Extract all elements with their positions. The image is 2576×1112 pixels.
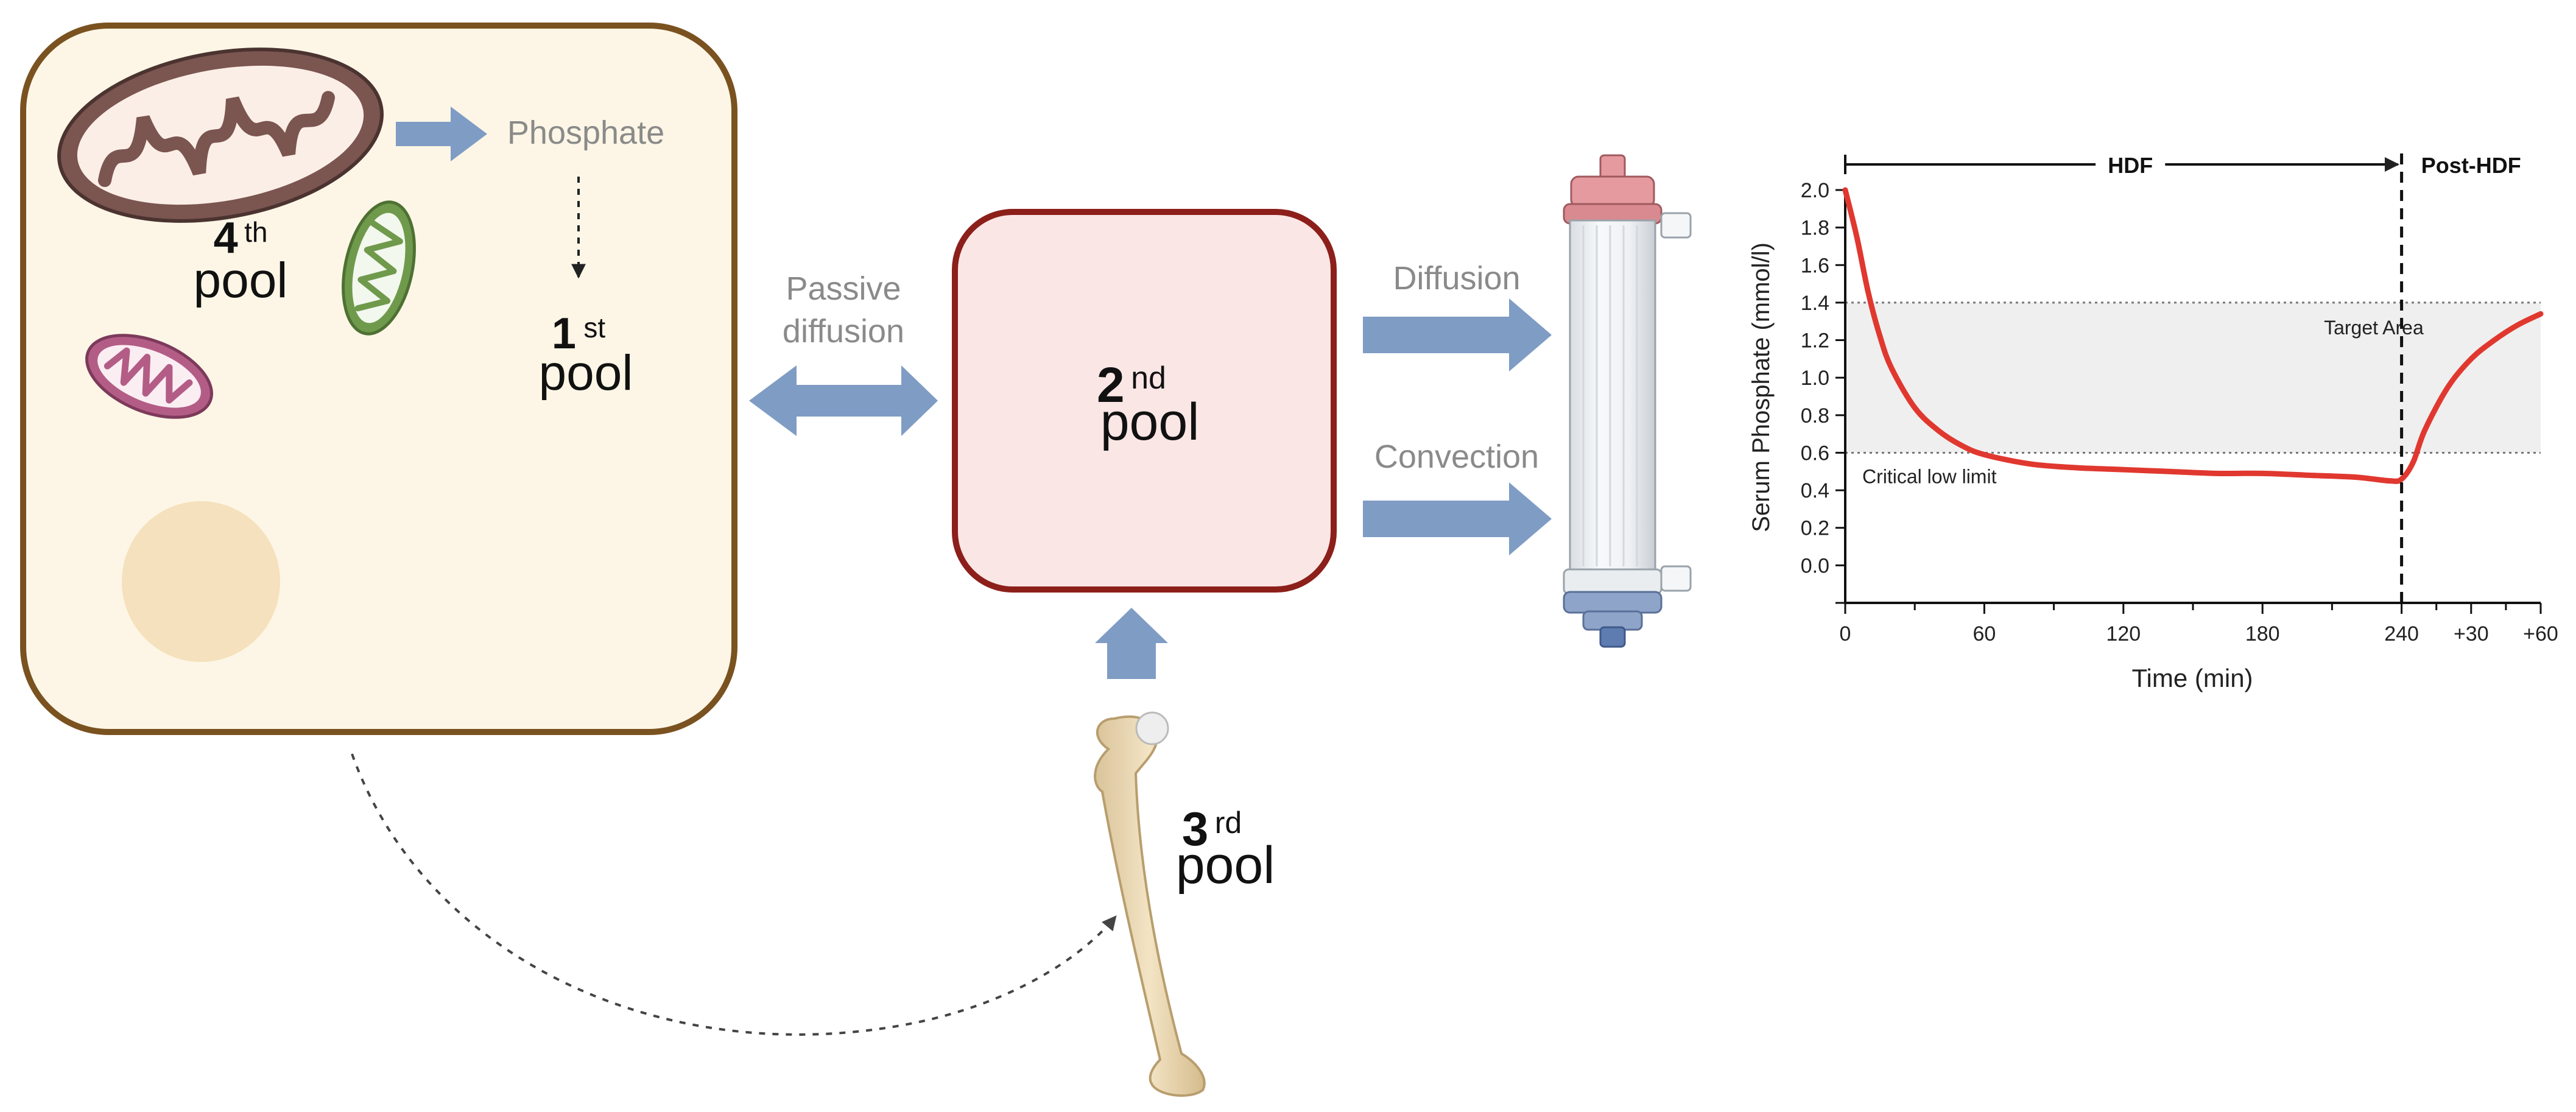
serum-phosphate-chart: Target Area Critical low limit 0 60 120 180…: [1748, 153, 2558, 692]
convection-arrow: [1363, 482, 1552, 555]
chart-x-axis-label: Time (min): [2131, 664, 2253, 692]
phase-label-hdf: HDF: [2108, 153, 2153, 178]
pool3-word: pool: [1176, 836, 1275, 895]
y-tick-label-1: 0.2: [1801, 517, 1829, 540]
y-tick-label-10: 2.0: [1801, 179, 1829, 202]
pool4-word: pool: [193, 253, 287, 308]
diffusion-label: Diffusion: [1393, 260, 1520, 297]
pool2: 2 nd pool: [952, 209, 1337, 593]
x-tick-label-2: 120: [2106, 622, 2141, 646]
mitochondrion-large-icon: [57, 48, 384, 223]
y-tick-label-7: 1.4: [1801, 292, 1829, 315]
x-tick-label-3: 180: [2245, 622, 2280, 646]
pool1-label: 1 st: [552, 309, 606, 358]
y-tick-label-6: 1.2: [1801, 329, 1829, 353]
passive-diffusion-double-arrow: [749, 365, 938, 436]
phosphate-label: Phosphate: [507, 114, 664, 151]
femur-bone-icon: [1094, 711, 1206, 1097]
diffusion-arrow: [1363, 298, 1552, 371]
x-tick-label-4: 240: [2384, 622, 2419, 646]
nucleus: [122, 501, 280, 662]
y-tick-label-5: 1.0: [1801, 367, 1829, 390]
target-band-label: Target Area: [2324, 317, 2424, 339]
y-tick-label-3: 0.6: [1801, 442, 1829, 465]
pool2-box: [952, 209, 1337, 593]
y-tick-label-0: 0.0: [1801, 554, 1829, 577]
x-tick-label-1: 60: [1972, 622, 1996, 646]
pool2-label: 2 nd: [1097, 357, 1166, 413]
mito-to-phosphate-arrow: [396, 107, 487, 161]
y-tick-label-4: 0.8: [1801, 404, 1829, 428]
x-tick-label-6: +60: [2523, 622, 2558, 646]
y-tick-label-2: 0.4: [1801, 479, 1829, 502]
pool3-label: 3 rd: [1182, 802, 1242, 856]
convection-label: Convection: [1374, 438, 1539, 475]
dialyzer-icon: [1563, 154, 1692, 648]
mitochondrion-green-icon: [342, 200, 416, 336]
passive-diffusion: Passive diffusion: [749, 270, 938, 436]
passive-label-line2: diffusion: [783, 313, 904, 350]
x-tick-label-5: +30: [2454, 622, 2489, 646]
reference-line-label-1: Critical low limit: [1862, 465, 1997, 487]
cell: Phosphate 4 th pool 1 st pool: [20, 23, 737, 735]
series-line-0: [1842, 187, 2544, 484]
mitochondrion-pink-icon: [85, 334, 213, 419]
target-band: [1845, 302, 2541, 453]
cell-to-bone-dotted-arrow: [351, 753, 1117, 1036]
pool1-word: pool: [538, 345, 633, 401]
pool2-word: pool: [1100, 393, 1200, 451]
chart-y-axis-label: Serum Phosphate (mmol/l): [1748, 242, 1775, 532]
phase-label-post-hdf: Post-HDF: [2421, 153, 2521, 178]
y-tick-label-8: 1.6: [1801, 254, 1829, 277]
bone-to-pool2-arrow: [1095, 608, 1168, 679]
x-tick-label-0: 0: [1840, 622, 1851, 646]
pool4-label: 4 th: [214, 214, 268, 262]
passive-label-line1: Passive: [786, 270, 901, 307]
y-tick-label-9: 1.8: [1801, 217, 1829, 240]
